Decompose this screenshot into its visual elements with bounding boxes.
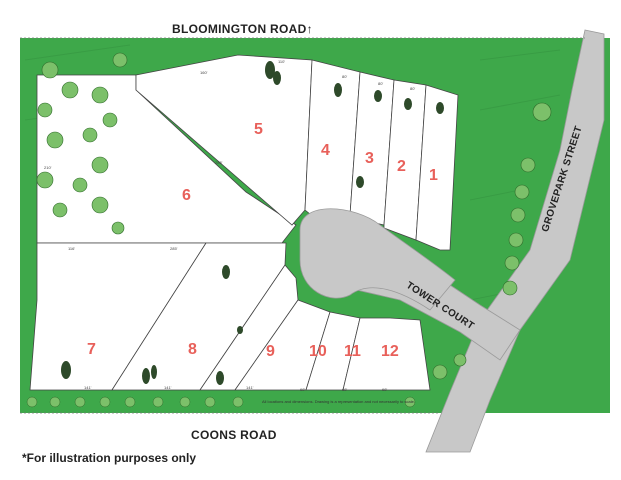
coons-road-label: COONS ROAD (191, 428, 277, 442)
trees-right (432, 102, 552, 380)
lot-number-5[interactable]: 5 (254, 121, 263, 138)
lot-number-8[interactable]: 8 (188, 341, 197, 358)
lot-number-4[interactable]: 4 (321, 142, 330, 159)
trees-dark (61, 61, 444, 385)
lot-number-6[interactable]: 6 (182, 187, 191, 204)
lot-number-9[interactable]: 9 (266, 343, 275, 360)
dimension-label: 285' (170, 246, 178, 251)
dimension-label: 68' (382, 387, 388, 392)
bloomington-road-text: BLOOMINGTON ROAD (172, 22, 307, 36)
lot-number-3[interactable]: 3 (365, 150, 374, 167)
dimension-label: 210' (44, 165, 52, 170)
lot-number-7[interactable]: 7 (87, 341, 96, 358)
lot-12[interactable] (342, 317, 431, 391)
lots (29, 54, 459, 391)
lot-number-11[interactable]: 11 (344, 343, 361, 360)
trees-bottom (26, 396, 416, 408)
tower-court-cul-de-sac (299, 208, 456, 311)
dimension-label: 160' (200, 70, 208, 75)
lot-2[interactable] (383, 79, 427, 241)
lot-number-12[interactable]: 12 (381, 343, 399, 360)
lot-number-1[interactable]: 1 (429, 167, 438, 184)
dimension-label: 80' (378, 81, 384, 86)
north-arrow-icon: ↑ (306, 22, 313, 36)
disclaimer-text: All locations and dimensions. Drawing is… (262, 399, 415, 404)
illustration-footnote: *For illustration purposes only (22, 451, 197, 465)
grovepark-street (425, 29, 605, 453)
bloomington-road-label: BLOOMINGTON ROAD↑ (172, 22, 313, 36)
dimension-label: 80' (410, 86, 416, 91)
lot-number-2[interactable]: 2 (397, 158, 406, 175)
dimension-label: 68' (342, 387, 348, 392)
dimension-label: 141' (84, 385, 92, 390)
dimension-label: 116' (68, 246, 76, 251)
lot-1[interactable] (415, 84, 459, 251)
lot-7[interactable] (29, 242, 207, 391)
dimension-label: 141' (246, 385, 254, 390)
dimension-label: 141' (164, 385, 172, 390)
dimension-label: 80' (342, 74, 348, 79)
dimension-label: 110' (278, 59, 286, 64)
lot-number-10[interactable]: 10 (309, 343, 327, 360)
trees-left (36, 52, 128, 235)
dimension-label: 285' (215, 160, 223, 165)
dimension-label: 68' (300, 387, 306, 392)
